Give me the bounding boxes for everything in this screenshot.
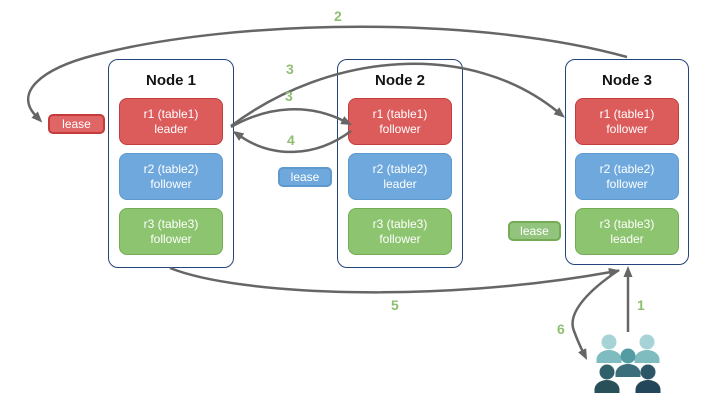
range-name: r3 (table3) bbox=[143, 216, 199, 231]
node-1-range-r2: r2 (table2) follower bbox=[119, 153, 223, 200]
node-2: Node 2 r1 (table1) follower r2 (table2) … bbox=[337, 59, 463, 268]
range-name: r2 (table2) bbox=[599, 161, 655, 176]
node-1-title: Node 1 bbox=[145, 72, 196, 89]
step-label-1: 1 bbox=[637, 297, 645, 313]
node-3-range-r2: r2 (table2) follower bbox=[575, 153, 679, 200]
lease-badge-r2: lease bbox=[278, 167, 332, 187]
user-icon bbox=[615, 348, 641, 377]
user-icon bbox=[596, 334, 622, 363]
step-label-3a: 3 bbox=[286, 61, 294, 77]
node-2-title: Node 2 bbox=[374, 72, 425, 89]
arrow-step-3-to-node-2 bbox=[230, 108, 353, 129]
range-name: r2 (table2) bbox=[372, 161, 428, 176]
range-role: follower bbox=[606, 121, 648, 136]
node-2-range-r2: r2 (table2) leader bbox=[348, 153, 452, 200]
range-name: r3 (table3) bbox=[599, 216, 655, 231]
node-2-range-r1: r1 (table1) follower bbox=[348, 98, 452, 145]
range-role: follower bbox=[150, 176, 192, 191]
users-icon bbox=[594, 334, 661, 393]
lease-badge-r3: lease bbox=[508, 221, 561, 241]
range-role: leader bbox=[154, 121, 188, 136]
node-3-range-r1: r1 (table1) follower bbox=[575, 98, 679, 145]
range-name: r1 (table1) bbox=[599, 106, 655, 121]
node-1: Node 1 r1 (table1) leader r2 (table2) fo… bbox=[108, 59, 234, 268]
range-role: leader bbox=[610, 231, 644, 246]
node-1-range-r1: r1 (table1) leader bbox=[119, 98, 223, 145]
range-name: r2 (table2) bbox=[143, 161, 199, 176]
node-2-range-r3: r3 (table3) follower bbox=[348, 208, 452, 255]
arrow-step-5 bbox=[169, 266, 620, 294]
range-role: follower bbox=[606, 176, 648, 191]
range-role: follower bbox=[379, 121, 421, 136]
range-role: leader bbox=[383, 176, 417, 191]
node-3: Node 3 r1 (table1) follower r2 (table2) … bbox=[565, 59, 689, 265]
lease-badge-r1: lease bbox=[48, 114, 105, 134]
range-name: r3 (table3) bbox=[372, 216, 428, 231]
range-role: follower bbox=[379, 231, 421, 246]
arrow-step-6 bbox=[571, 268, 620, 361]
node-3-title: Node 3 bbox=[601, 72, 652, 89]
range-name: r1 (table1) bbox=[372, 106, 428, 121]
range-role: follower bbox=[150, 231, 192, 246]
step-label-3b: 3 bbox=[285, 88, 293, 104]
node-3-range-r3: r3 (table3) leader bbox=[575, 208, 679, 255]
step-label-4: 4 bbox=[287, 132, 295, 148]
user-icon bbox=[634, 334, 660, 363]
user-icon bbox=[594, 364, 620, 393]
node-1-range-r3: r3 (table3) follower bbox=[119, 208, 223, 255]
arrow-step-4 bbox=[232, 129, 352, 154]
range-name: r1 (table1) bbox=[143, 106, 199, 121]
user-icon bbox=[635, 364, 661, 393]
step-label-2: 2 bbox=[334, 8, 342, 24]
step-label-6: 6 bbox=[557, 321, 565, 337]
step-label-5: 5 bbox=[391, 297, 399, 313]
